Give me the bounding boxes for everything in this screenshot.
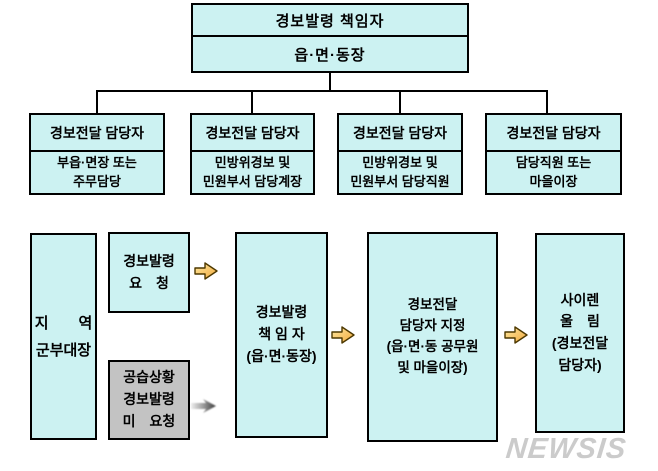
connector-stub-4 [546,92,548,113]
root-box-title: 경보발령 책임자 [193,5,467,37]
child-box-title: 경보전달 담당자 [487,115,620,152]
connector-root-vertical [329,73,331,91]
flow-box-siren: 사이렌 울 림 (경보전달 담당자) [535,233,625,433]
yellow-right-arrow-icon [193,260,219,287]
connector-horizontal [96,90,548,92]
yellow-right-arrow-icon [330,324,356,351]
root-box-alert-issuer: 경보발령 책임자 읍·면·동장 [191,3,469,73]
gray-blur-right-arrow-icon [190,396,220,421]
child-box-title: 경보전달 담당자 [339,115,461,152]
child-box-civil-defense-chief: 경보전달 담당자 민방위경보 및 민원부서 담당계장 [190,113,315,195]
flow-box-alert-issuer: 경보발령 책 임 자 (읍·면·동장) [235,232,328,438]
child-box-title: 경보전달 담당자 [31,115,163,152]
flow-box-designate-officer: 경보전달 담당자 지정 (읍·면·동 공무원 및 마을이장) [367,232,498,442]
child-box-village-head: 경보전달 담당자 담당직원 또는 마을이장 [485,113,622,195]
child-box-subtitle: 담당직원 또는 마을이장 [515,155,592,189]
child-box-subtitle: 민방위경보 및 민원부서 담당계장 [202,155,303,189]
child-box-civil-defense-staff: 경보전달 담당자 민방위경보 및 민원부서 담당직원 [337,113,463,195]
flow-box-no-alert-request: 공습상황 경보발령 미 요청 [108,360,190,440]
root-box-subtitle: 읍·면·동장 [294,46,366,64]
child-box-deputy-chief: 경보전달 담당자 부읍·면장 또는 주무담당 [29,113,165,195]
connector-stub-2 [251,92,253,113]
connector-stub-3 [399,92,401,113]
yellow-right-arrow-icon [503,324,529,351]
child-box-title: 경보전달 담당자 [192,115,313,152]
child-box-subtitle: 부읍·면장 또는 주무담당 [57,155,137,189]
flow-box-alert-request: 경보발령 요 청 [108,232,190,313]
newsis-watermark: NEWSIS [504,433,629,465]
flow-box-regional-commander: 지 역 군부대장 [30,233,97,440]
child-box-subtitle: 민방위경보 및 민원부서 담당직원 [350,155,450,189]
connector-stub-1 [96,92,98,113]
